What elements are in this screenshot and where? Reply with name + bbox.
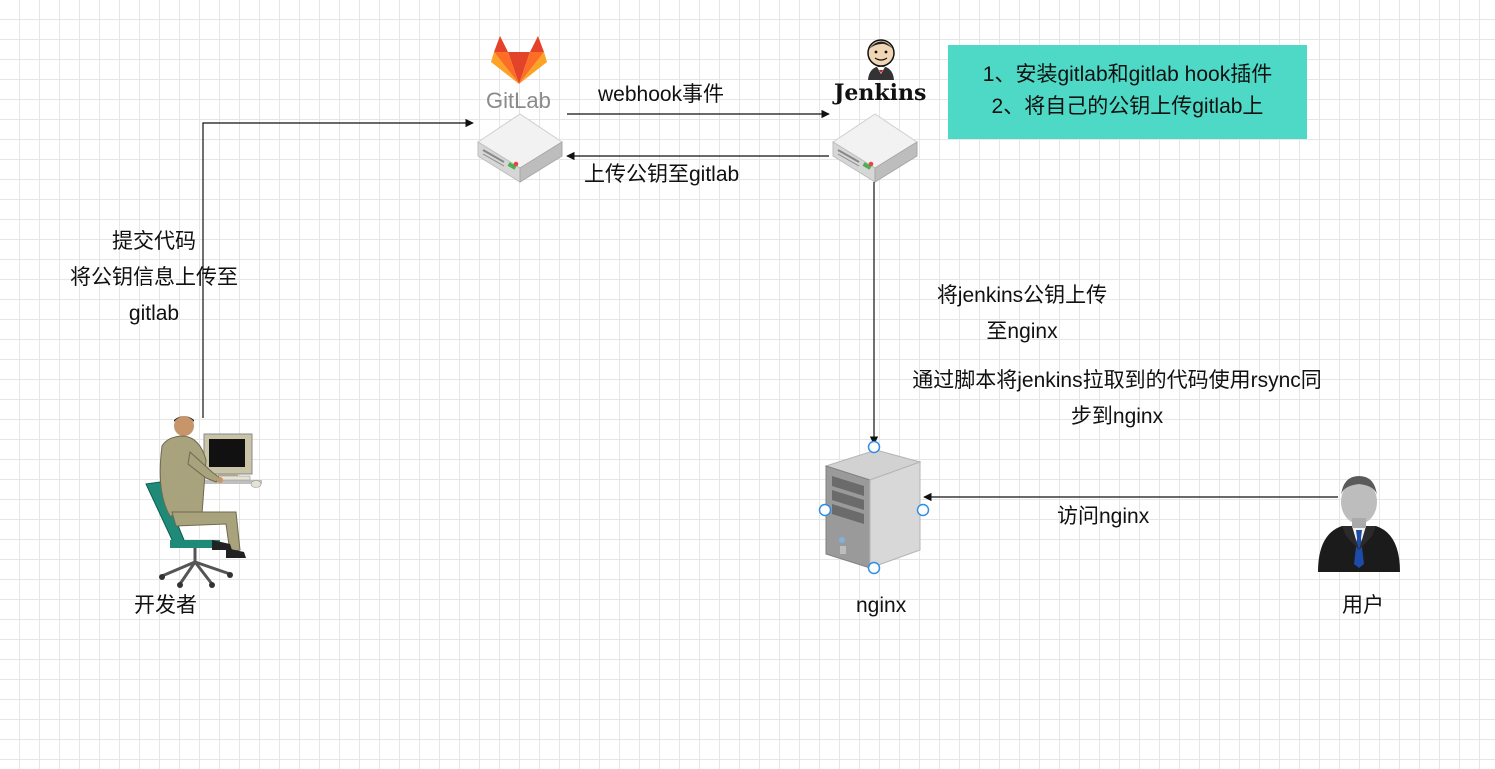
gitlab-logo-icon — [491, 36, 547, 84]
visit-label: 访问nginx — [1057, 505, 1150, 528]
jenkins-wordmark: Jenkins — [834, 80, 927, 106]
jenkins-key-nginx-label: 将jenkins公钥上传 至nginx — [936, 284, 1108, 343]
user-label: 用户 — [1342, 594, 1384, 617]
gitlab-server-icon[interactable] — [474, 110, 566, 184]
webhook-label: webhook事件 — [598, 83, 725, 106]
user-avatar-icon[interactable] — [1316, 468, 1402, 574]
commit-edge[interactable] — [202, 118, 474, 418]
commit-label: 提交代码 将公钥信息上传至 gitlab — [70, 230, 238, 325]
setup-note[interactable]: 1、安装gitlab和gitlab hook插件 2、将自己的公钥上传gitla… — [948, 45, 1307, 139]
developer-label: 开发者 — [134, 594, 197, 617]
rsync-label: 通过脚本将jenkins拉取到的代码使用rsync同 步到nginx — [912, 369, 1322, 428]
selection-handles[interactable] — [816, 438, 934, 578]
nginx-label: nginx — [856, 594, 907, 617]
jenkins-butler-icon — [867, 39, 895, 80]
developer-icon[interactable] — [140, 412, 266, 588]
jenkins-server-icon[interactable] — [829, 110, 921, 184]
gitlab-wordmark: GitLab — [486, 88, 551, 113]
nginx-server-icon[interactable] — [822, 444, 926, 570]
upload-key-gitlab-label: 上传公钥至gitlab — [584, 163, 740, 186]
